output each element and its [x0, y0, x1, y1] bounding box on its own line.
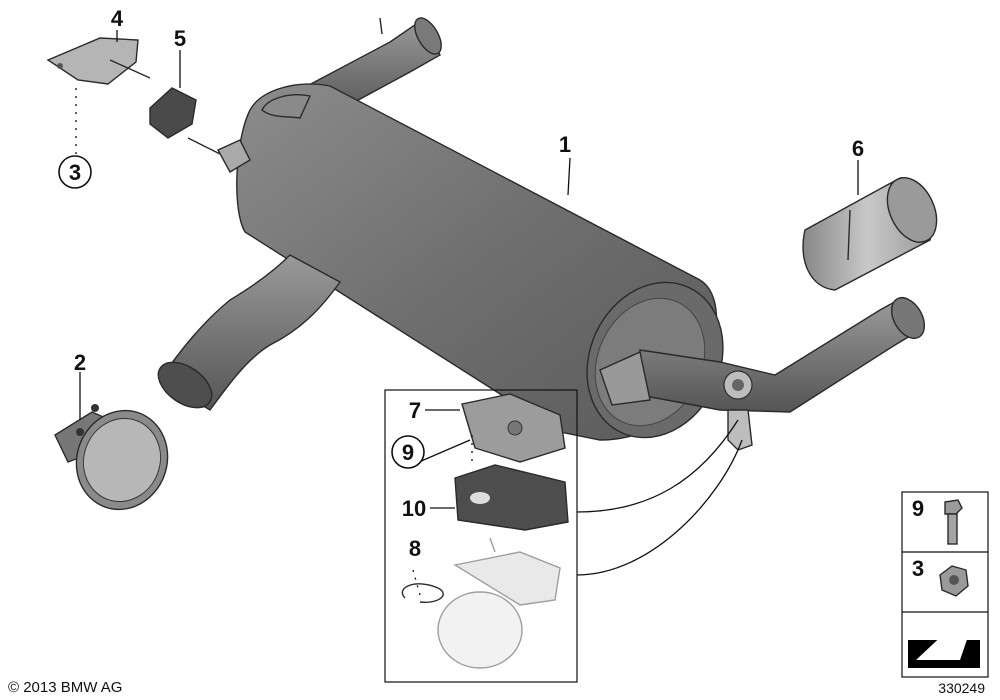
rubber-mount-5 — [149, 87, 251, 173]
detail-connector-lines — [576, 419, 743, 576]
legend-bolt-number: 9 — [912, 496, 924, 521]
diagram-id: 330249 — [938, 680, 985, 696]
callout-7: 7 — [409, 398, 421, 423]
callout-circle-9 — [391, 435, 425, 469]
callout-9: 9 — [402, 440, 414, 465]
callout-5: 5 — [174, 26, 186, 51]
callout-3: 3 — [69, 160, 81, 185]
fastener-legend — [901, 491, 989, 678]
callout-8: 8 — [409, 536, 421, 561]
bracket-4 — [46, 37, 151, 85]
callout-6: 6 — [852, 136, 864, 161]
nut-icon — [939, 565, 969, 597]
lower-tailpipe — [599, 297, 926, 451]
clamp-2 — [54, 404, 169, 511]
callout-10: 10 — [402, 496, 426, 521]
inlet-pipe — [157, 254, 342, 411]
callout-4: 4 — [111, 6, 124, 31]
direction-arrow-icon — [908, 625, 980, 668]
flap-detail-box — [384, 389, 578, 683]
callout-leaders — [75, 30, 859, 596]
callout-circle-3 — [58, 155, 92, 189]
bolt-icon — [944, 499, 963, 545]
legend-nut-number: 3 — [912, 556, 924, 581]
callout-2: 2 — [74, 350, 86, 375]
tailpipe-trim-6 — [802, 177, 938, 291]
callout-1: 1 — [559, 132, 571, 157]
copyright-text: © 2013 BMW AG — [8, 679, 122, 696]
